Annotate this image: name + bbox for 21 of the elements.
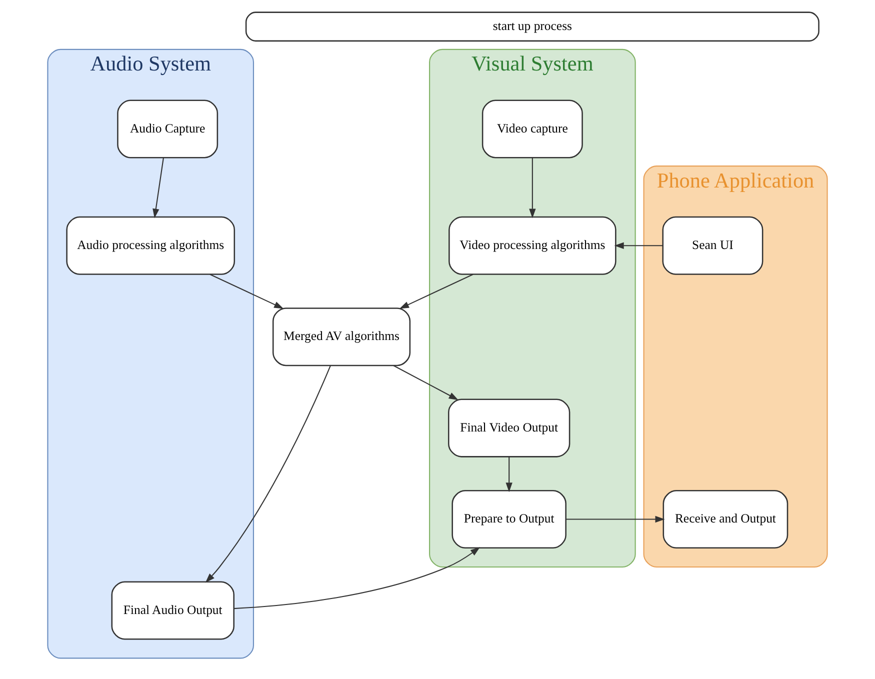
arrow (506, 456, 512, 492)
node-box: Final Video Output (448, 398, 570, 458)
node-box: start up process (245, 12, 820, 42)
node-box: Receive and Output (662, 490, 788, 549)
arrow (205, 366, 331, 583)
node-box: Audio processing algorithms (66, 216, 236, 275)
arrow (234, 547, 480, 610)
node-box: Video capture (482, 100, 583, 158)
arrow (529, 158, 536, 218)
arrow (210, 274, 284, 309)
arrow (566, 516, 665, 523)
node-box: Video processing algorithms (448, 216, 616, 275)
node-box: Audio Capture (117, 100, 218, 158)
arrow (614, 242, 663, 249)
node-box: Sean UI (662, 216, 764, 275)
arrow (393, 365, 458, 400)
node-box: Final Audio Output (111, 581, 234, 640)
node-box: Merged AV algorithms (272, 308, 411, 366)
arrow (152, 158, 164, 218)
arrow (399, 274, 474, 309)
node-box: Prepare to Output (452, 490, 566, 549)
